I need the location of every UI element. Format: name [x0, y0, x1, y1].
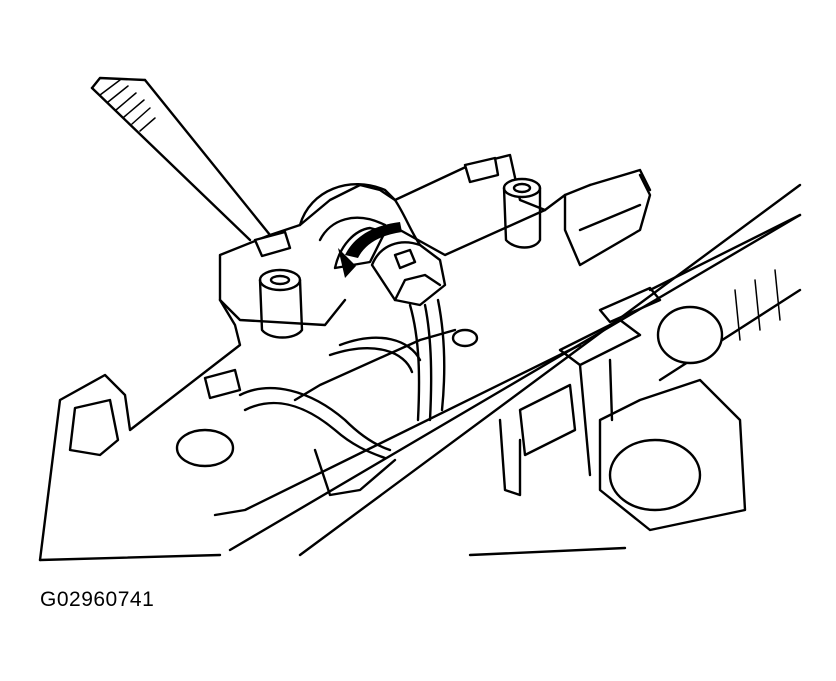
wire-harness: [238, 298, 446, 460]
housing-body: [38, 183, 802, 562]
left-screw-boss: [258, 268, 304, 339]
mounting-plate: [218, 153, 592, 327]
bolt: [90, 76, 272, 242]
right-rail-bracket: [498, 168, 662, 497]
inner-channel: [293, 328, 479, 497]
rotation-arrow-icon: [338, 222, 402, 278]
right-side-panel: [598, 213, 802, 532]
lower-left-grommet: [175, 368, 242, 468]
right-screw-boss: [502, 177, 542, 249]
figure-id-label: G02960741: [40, 588, 155, 611]
connector-plug: [370, 241, 447, 307]
